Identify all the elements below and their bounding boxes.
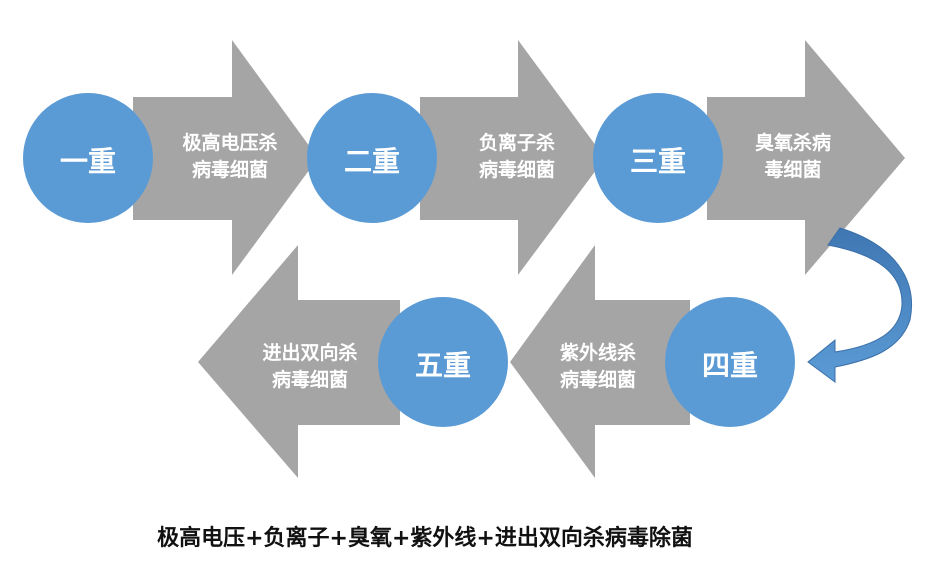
step-text-1: 极高电压杀病毒细菌: [182, 132, 278, 181]
circle-label-3: 三重: [629, 145, 686, 178]
circle-step-5: [378, 297, 508, 427]
arrow-step-4: [510, 245, 690, 478]
curved-arrow: [807, 227, 912, 383]
step-text-4: 紫外线杀病毒细菌: [559, 342, 636, 391]
circle-step-4: [665, 297, 795, 427]
circle-step-2: [307, 93, 437, 223]
arrow-step-3: [707, 40, 905, 275]
circle-label-4: 四重: [701, 349, 758, 382]
step-text-2: 负离子杀病毒细菌: [478, 132, 555, 181]
circle-step-1: [23, 93, 153, 223]
step-text-3: 臭氧杀病毒细菌: [754, 132, 831, 181]
circle-label-2: 二重: [343, 145, 400, 178]
arrow-step-5: [198, 245, 400, 478]
step-text-5: 进出双向杀病毒细菌: [262, 342, 358, 391]
circle-label-1: 一重: [59, 145, 116, 178]
arrow-step-2: [420, 40, 605, 275]
arrow-step-1: [133, 40, 318, 275]
caption: 极高电压+负离子+臭氧+紫外线+进出双向杀病毒除菌: [157, 526, 693, 551]
circle-step-3: [593, 93, 723, 223]
circle-label-5: 五重: [414, 349, 471, 382]
